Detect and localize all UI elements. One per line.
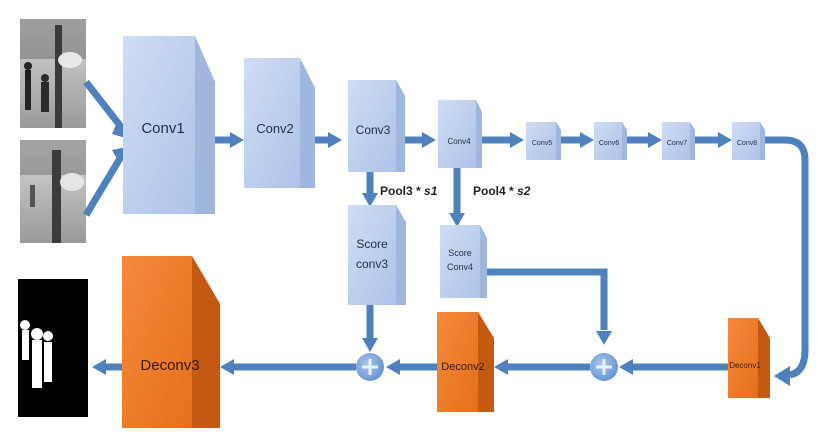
block-label: Deconv2 [441, 361, 484, 373]
sum-node-2 [590, 353, 618, 381]
block-label: Deconv3 [140, 357, 199, 374]
pool3-annotation: Pool3 * s1 [380, 184, 438, 198]
block-conv1: Conv1 [123, 36, 215, 214]
plus-icon [596, 359, 612, 375]
arrowhead [230, 132, 244, 148]
block-deconv1: Deconv1 [728, 318, 770, 398]
arrowhead [580, 132, 594, 148]
block-score-conv3: Score conv3 [348, 205, 406, 305]
arrowhead [328, 132, 342, 148]
sum-node-1 [356, 353, 384, 381]
block-label: Conv4 [447, 137, 471, 146]
arrowhead [386, 359, 400, 375]
block-deconv2: Deconv2 [437, 312, 494, 412]
plus-icon [362, 359, 378, 375]
input-frame-2 [20, 140, 86, 243]
arrow-frame1-conv1 [83, 79, 125, 131]
arrowhead [648, 132, 662, 148]
block-label-line2: conv3 [356, 257, 388, 271]
arrowheads [92, 120, 790, 386]
arrowhead [449, 213, 465, 227]
block-label-line2: Conv4 [447, 262, 473, 272]
block-conv2: Conv2 [244, 58, 315, 188]
arrowhead [619, 359, 633, 375]
block-label: Conv5 [532, 140, 552, 147]
output-mask [18, 279, 88, 417]
block-label: Conv7 [667, 140, 687, 147]
block-label: Conv8 [737, 140, 757, 147]
arrowhead [362, 193, 378, 207]
arrowhead [718, 132, 732, 148]
arrowhead [422, 132, 436, 148]
arrow-score4-sum2 [487, 268, 608, 330]
arrowhead [494, 359, 508, 375]
block-conv8: Conv8 [732, 122, 765, 160]
pool4-annotation: Pool4 * s2 [473, 184, 531, 198]
block-score-conv4: Score Conv4 [440, 225, 487, 298]
arrowhead [92, 359, 106, 375]
block-conv6: Conv6 [594, 122, 627, 160]
block-label: Conv1 [141, 120, 184, 137]
block-conv7: Conv7 [662, 122, 695, 160]
arrowhead [362, 338, 378, 352]
input-frame-1 [20, 19, 86, 128]
block-label-line1: Score [356, 237, 388, 251]
block-label: Conv2 [256, 121, 294, 136]
arrowhead [510, 132, 524, 148]
block-conv4: Conv4 [438, 100, 482, 168]
block-conv3: Conv3 [348, 80, 405, 172]
arrow-frame2-conv1 [82, 153, 126, 217]
arrow-conv8-deconv1 [765, 136, 809, 379]
arrowhead [220, 359, 234, 375]
block-label: Deconv1 [729, 361, 761, 370]
block-label: Conv3 [356, 123, 391, 137]
connectors [82, 79, 809, 379]
block-label-line1: Score [448, 248, 472, 258]
block-deconv3: Deconv3 [122, 256, 220, 428]
arrowhead [596, 331, 612, 345]
block-conv5: Conv5 [526, 122, 561, 160]
block-label: Conv6 [599, 140, 619, 147]
arrowhead [774, 366, 790, 386]
